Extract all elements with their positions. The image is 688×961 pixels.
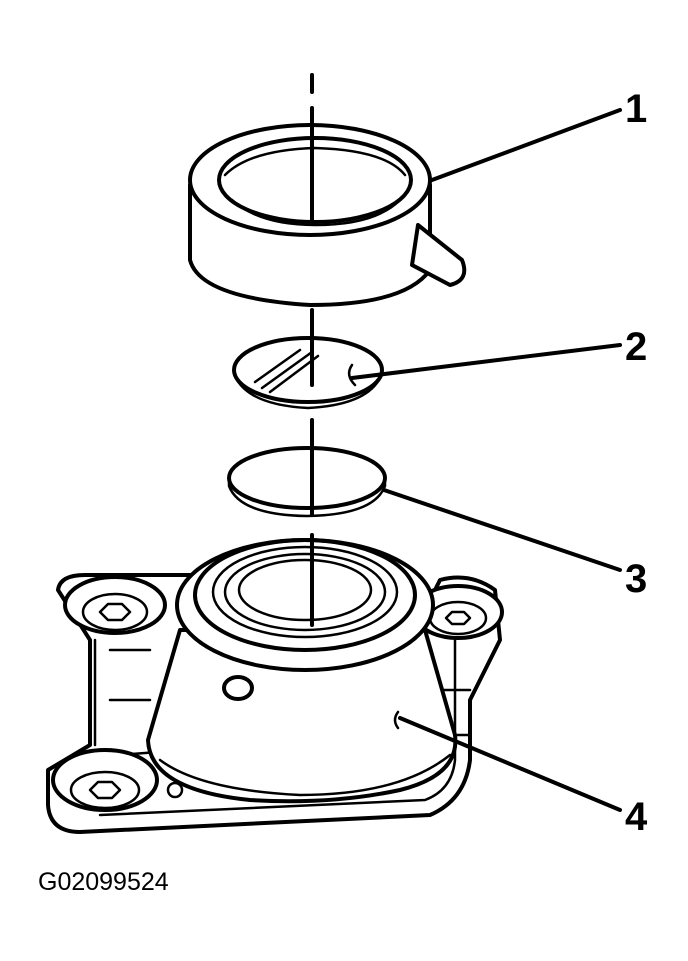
leader-line-3 xyxy=(382,488,622,572)
part-1-cap xyxy=(188,123,467,307)
leader-line-4 xyxy=(398,716,622,812)
callout-4: 4 xyxy=(625,795,648,839)
leader-line-2 xyxy=(350,343,622,380)
leader-lines xyxy=(350,108,622,812)
callout-3: 3 xyxy=(625,557,647,601)
callout-2: 2 xyxy=(625,325,647,369)
leader-line-1 xyxy=(430,108,622,182)
part-4-strut-mount xyxy=(46,538,504,834)
part-2-disc xyxy=(232,336,384,410)
figure-id: G02099524 xyxy=(38,868,169,896)
part-3-ring xyxy=(227,446,387,518)
callout-1: 1 xyxy=(625,87,647,131)
